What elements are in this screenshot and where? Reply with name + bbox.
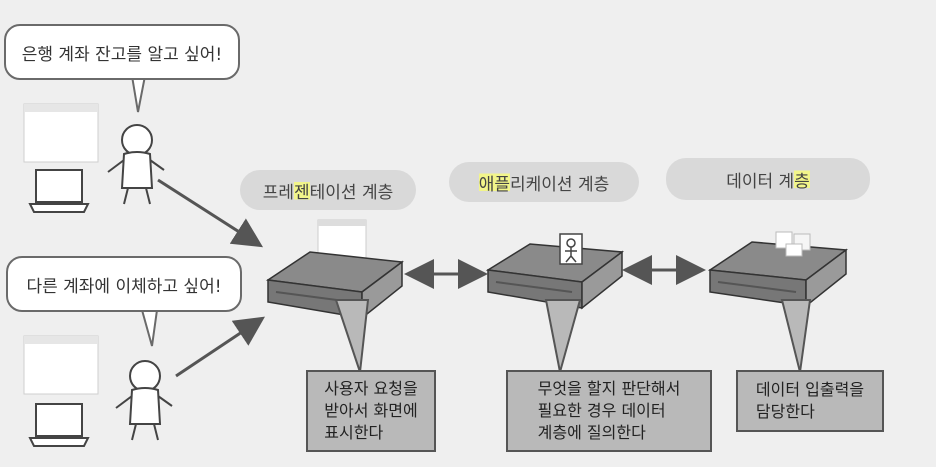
speech-bubble: 다른 계좌에 이체하고 싶어! xyxy=(6,256,242,312)
layer-description-application: 무엇을 할지 판단해서 필요한 경우 데이터 계층에 질의한다 xyxy=(506,370,712,452)
layer-description-data: 데이터 입출력을 담당한다 xyxy=(736,370,884,432)
person-card-icon xyxy=(559,233,583,265)
laptop-icon xyxy=(28,169,90,213)
speech-bubble: 은행 계좌 잔고를 알고 싶어! xyxy=(4,24,240,80)
browser-window-icon xyxy=(23,103,99,163)
bubble-tail-top xyxy=(130,75,147,113)
user-figure-icon xyxy=(107,124,165,205)
bubble-tail-bottom xyxy=(140,309,159,347)
speech-bubble-text: 은행 계좌 잔고를 알고 싶어! xyxy=(21,44,223,65)
user-figure-icon xyxy=(115,360,173,441)
server-application xyxy=(485,243,625,310)
database-boxes-icon xyxy=(775,231,811,257)
server-data xyxy=(707,241,849,308)
laptop-icon xyxy=(28,403,90,447)
layer-description-presentation: 사용자 요청을 받아서 화면에 표시한다 xyxy=(306,370,436,452)
browser-window-icon xyxy=(23,335,99,395)
server-presentation xyxy=(265,219,404,320)
speech-bubble-text: 다른 계좌에 이체하고 싶어! xyxy=(26,276,222,297)
